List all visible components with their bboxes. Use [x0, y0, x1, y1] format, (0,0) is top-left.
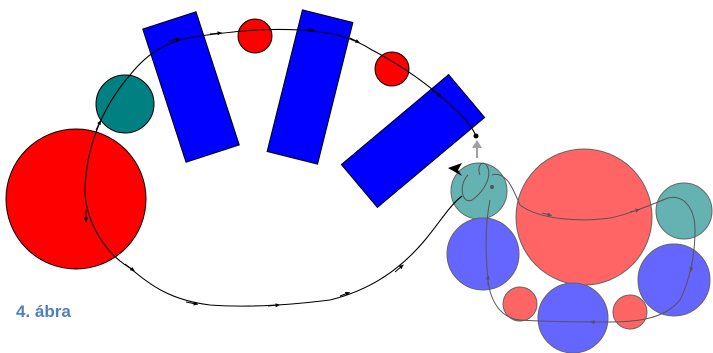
- faded-teal-circle-right: [655, 182, 713, 240]
- faded-blue-circle-left: [446, 217, 520, 291]
- small-red-circle-2: [374, 51, 410, 87]
- blue-rectangle-1: [142, 11, 240, 163]
- hook-arrowhead: [448, 163, 462, 176]
- blue-rectangle-3: [340, 73, 486, 209]
- large-red-circle: [5, 128, 147, 270]
- solid-lens-system: [5, 9, 486, 270]
- teal-circle: [95, 74, 155, 134]
- faded-small-red-circle-right: [612, 294, 648, 330]
- trajectory-upper: [84, 28, 477, 269]
- faded-lens-system: [446, 148, 713, 353]
- small-red-circle-1: [237, 18, 273, 54]
- gray-arrowhead: [472, 140, 482, 148]
- start-point: [473, 133, 479, 139]
- faded-trajectory: [461, 162, 696, 324]
- faded-small-red-circle-left: [502, 286, 538, 322]
- trajectory-arrows: [84, 28, 442, 308]
- faded-large-red-circle: [515, 148, 653, 286]
- faded-blue-circle-right: [637, 243, 711, 317]
- blue-rectangle-2: [266, 9, 354, 165]
- figure-caption: 4. ábra: [16, 302, 71, 321]
- faded-blue-circle-bottom: [537, 282, 609, 353]
- trajectory-lower: [129, 195, 463, 307]
